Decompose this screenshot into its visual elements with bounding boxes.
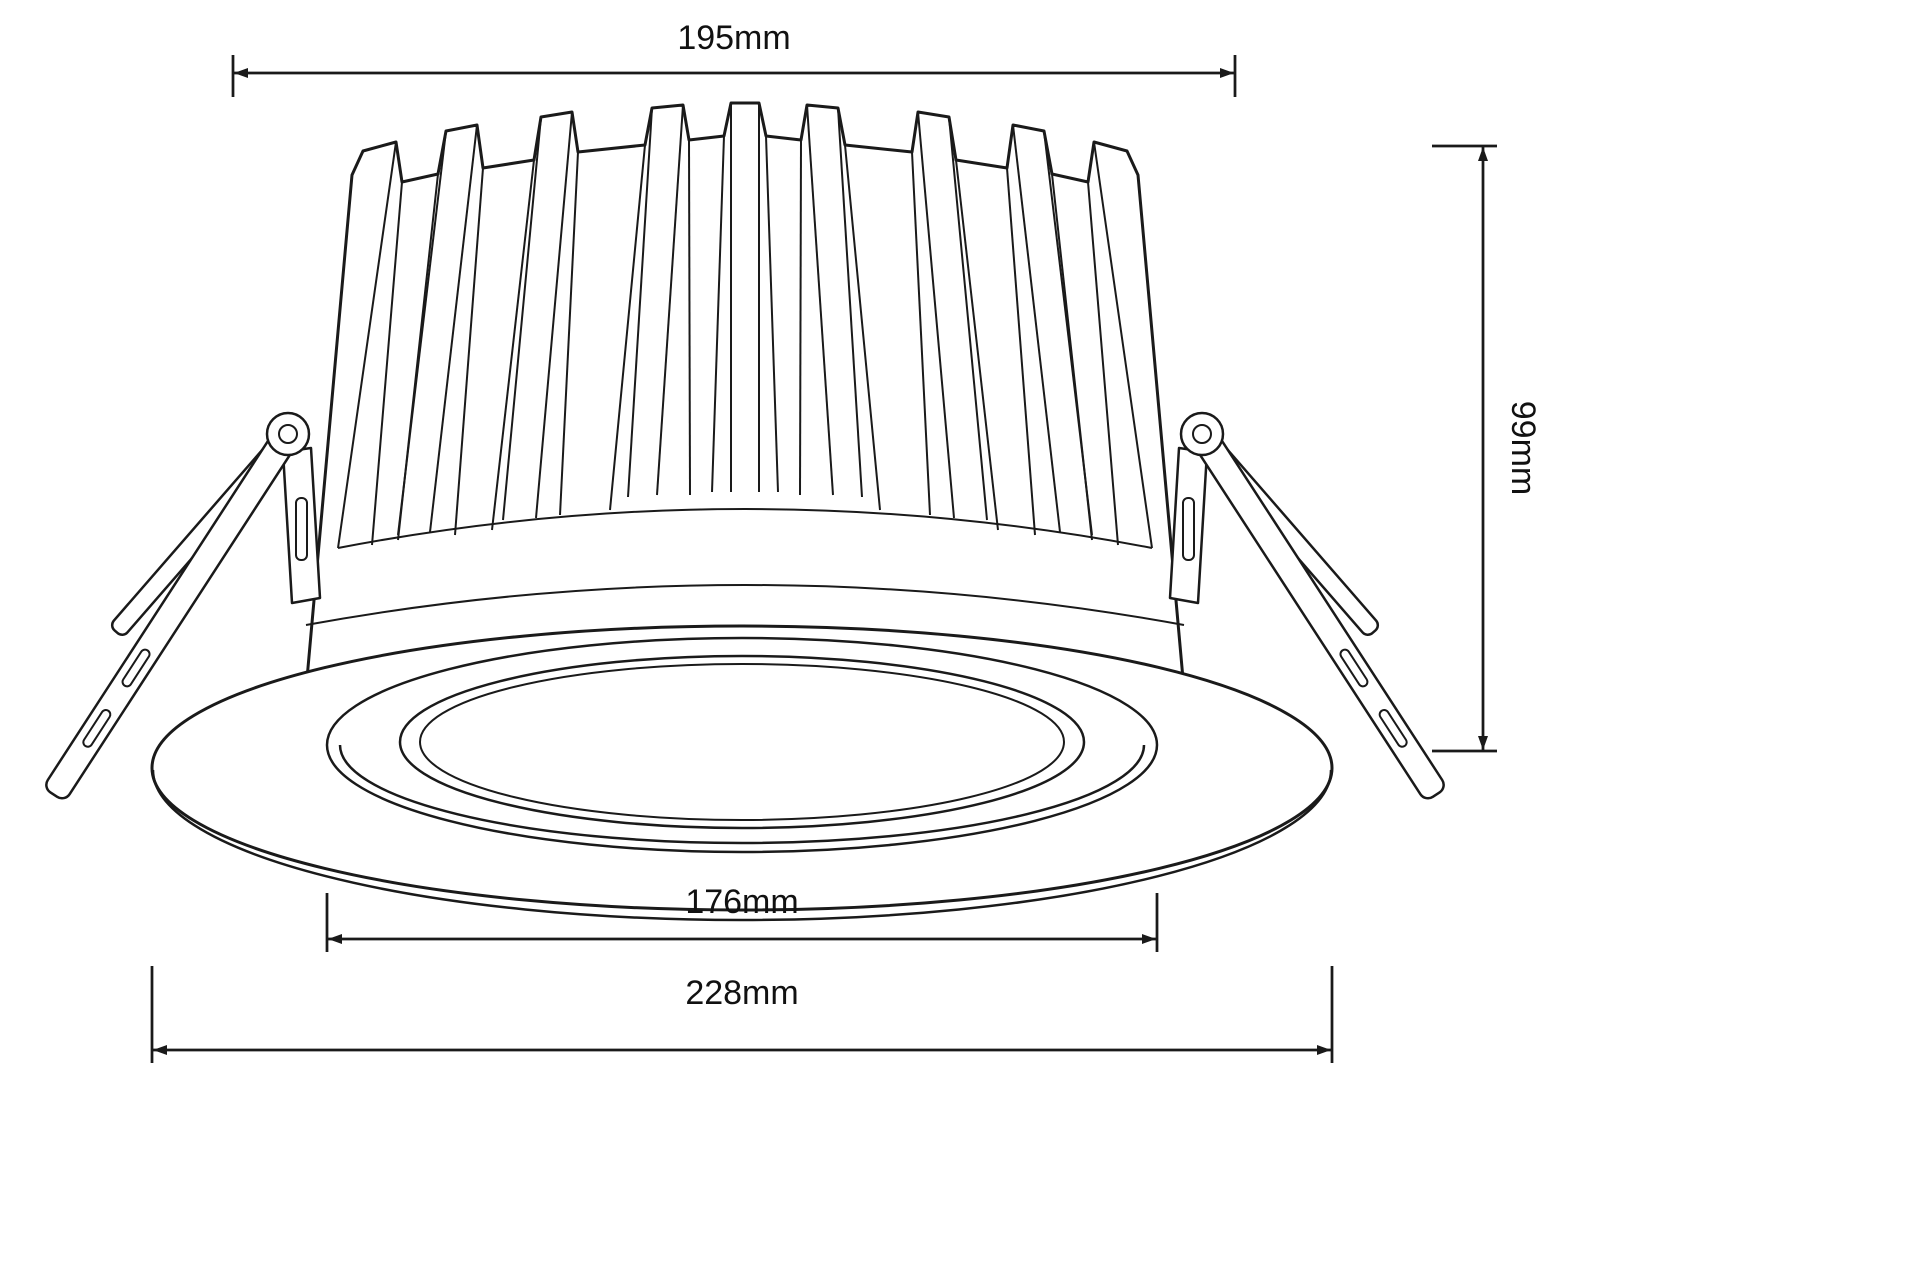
dimension-height: 99mm (1432, 144, 1542, 753)
recess-depth-line (338, 744, 1146, 845)
lens-inner-edge (419, 663, 1065, 821)
heatsink-silhouette (304, 101, 1186, 692)
dimension-outer-diameter: 228mm (150, 966, 1334, 1063)
right-arm-slot-1 (1339, 648, 1369, 688)
left-clip-bracket (281, 446, 322, 605)
right-bracket-slot (1182, 497, 1195, 561)
dimension-label-height: 99mm (1504, 401, 1542, 495)
left-arm-slot-1 (121, 648, 151, 688)
heatsink (304, 101, 1186, 692)
flange-rim-thickness (151, 769, 1333, 922)
left-clip-pivot (265, 411, 311, 457)
right-clip-pivot (1179, 411, 1225, 457)
flange (150, 624, 1334, 922)
dimension-label-outer-diameter: 228mm (685, 974, 798, 1012)
dimension-label-top-width: 195mm (677, 19, 790, 57)
left-arm-slot-2 (82, 709, 112, 748)
left-bracket-slot (295, 497, 308, 561)
right-clip-pivot-pin (1192, 424, 1212, 444)
heatsink-fin-lines (305, 103, 1185, 626)
left-clip-pivot-pin (278, 424, 298, 444)
right-spring-clip (1168, 411, 1445, 800)
dimension-inner-diameter: 176mm (325, 883, 1159, 952)
dimensions: 195mm 99mm 176mm 228mm (150, 19, 1542, 1063)
dimension-top-width: 195mm (231, 19, 1237, 97)
dimension-label-inner-diameter: 176mm (685, 883, 798, 921)
right-arm-slot-2 (1378, 709, 1408, 748)
right-clip-bracket (1168, 446, 1209, 605)
left-spring-clip (45, 411, 322, 800)
